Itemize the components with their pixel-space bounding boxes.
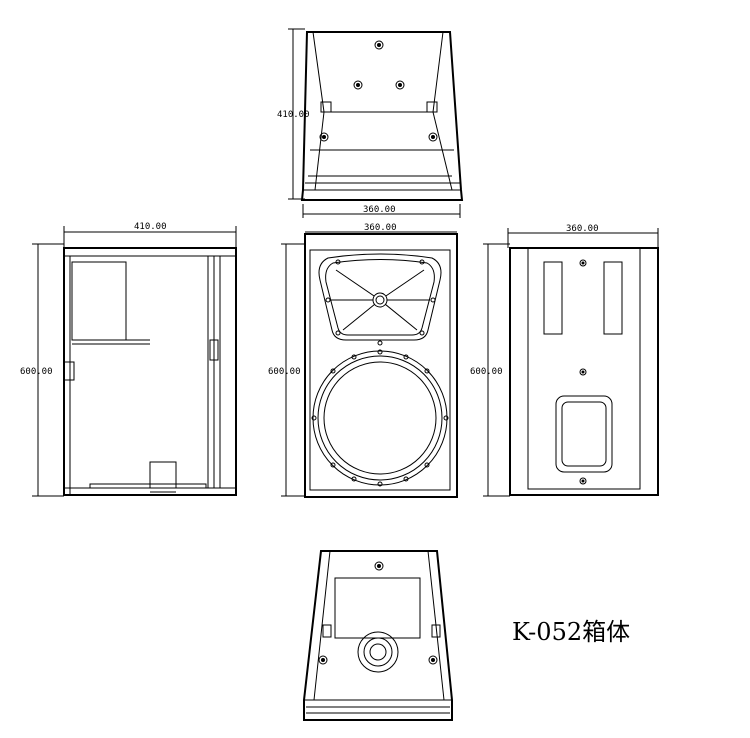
front-width-dimension: 360.00 [364, 223, 397, 233]
side-height-dimension: 600.00 [20, 367, 53, 377]
bottom-view [303, 550, 453, 721]
top-view: 410.00 360.00 [277, 28, 464, 218]
top-width-dimension: 360.00 [363, 205, 396, 215]
back-view: 360.00 600.00 [470, 224, 659, 497]
side-view: 410.00 600.00 [20, 222, 237, 497]
side-depth-dimension: 410.00 [134, 222, 167, 232]
model-title: K-052箱体 [512, 618, 630, 646]
back-height-dimension: 600.00 [470, 367, 503, 377]
front-height-dimension: 600.00 [268, 367, 301, 377]
top-depth-dimension: 410.00 [277, 110, 310, 120]
back-width-dimension: 360.00 [566, 224, 599, 234]
front-view: 360.00 600.00 [268, 223, 458, 498]
